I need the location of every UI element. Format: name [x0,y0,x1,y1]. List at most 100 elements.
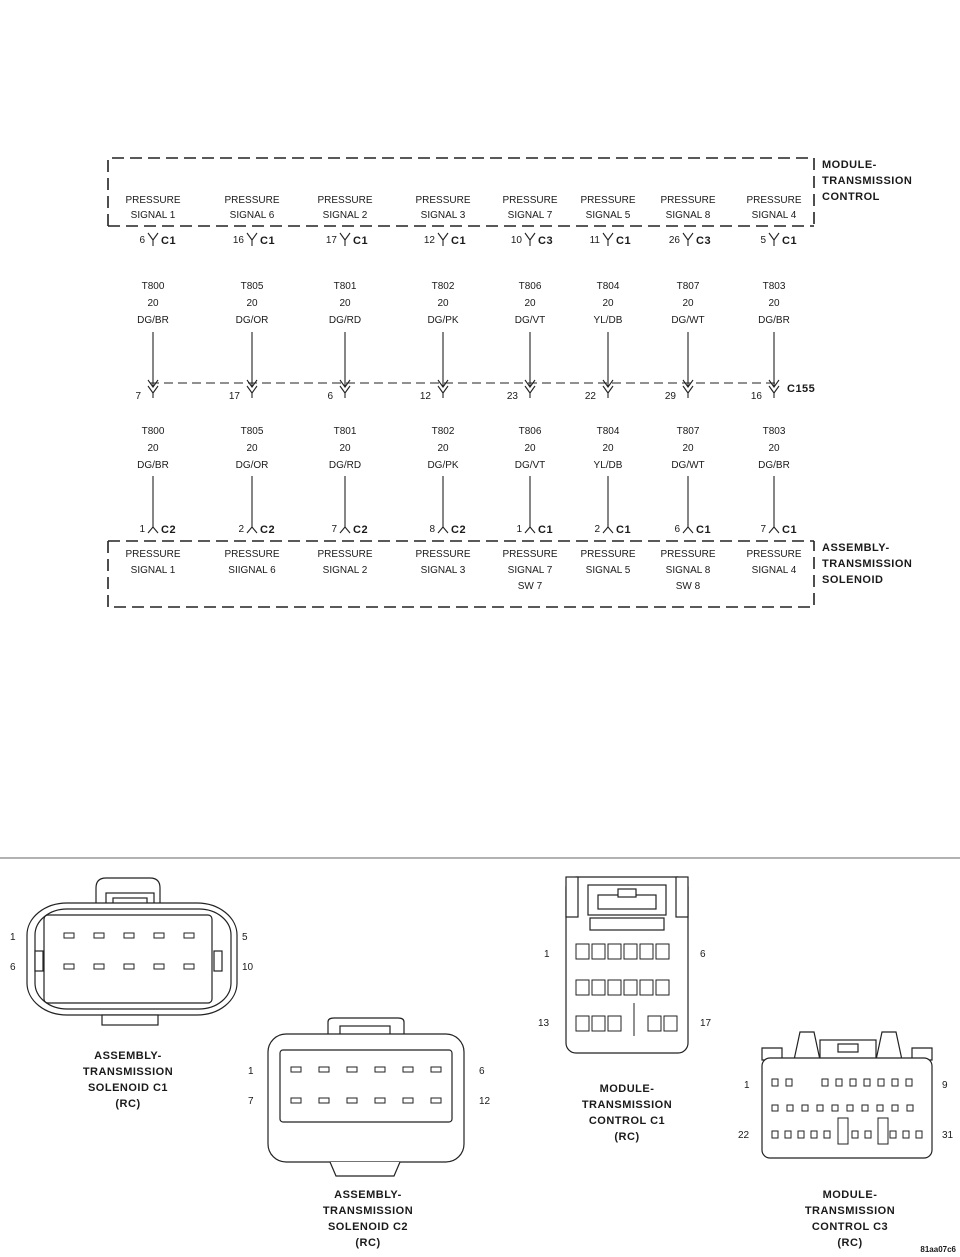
pin-cavity [863,1078,871,1087]
tcm-c3-pin-9: 9 [942,1080,948,1091]
bottom-pin-number: 7 [331,524,337,535]
top-connector-id: C3 [696,235,711,247]
tcm-pin-label: PRESSURE [317,195,372,206]
top-pin-number: 5 [760,235,766,246]
wire-label-lower: DG/BR [137,460,169,471]
pin-cavity [575,1015,590,1032]
top-pin-number: 17 [326,235,338,246]
splice-terminal-symbol [768,379,780,398]
tcm-c1-title: MODULE- TRANSMISSION CONTROL C1 (RC) [582,1083,672,1143]
key-slot [837,1117,849,1145]
svg-text:CONTROL C1: CONTROL C1 [589,1115,665,1127]
top-terminal-symbol [147,232,159,246]
tcm-pin-label: SIGNAL 8 [666,210,711,221]
splice-terminal-symbol [339,379,351,398]
wire-label-lower: 20 [339,443,351,454]
bottom-connector-id: C2 [353,524,368,536]
bottom-pin-number: 2 [238,524,244,535]
bottom-pin-number: 1 [139,524,145,535]
splice-terminal-symbol [682,379,694,398]
pin-cavity [346,1097,358,1104]
svg-text:TRANSMISSION: TRANSMISSION [582,1099,672,1111]
splice-pin-number: 17 [229,391,241,402]
tcm-pin-label: PRESSURE [125,195,180,206]
wire-label-lower: YL/DB [594,460,623,471]
wire-label-upper: 20 [246,298,258,309]
wire-label-upper: T803 [763,281,786,292]
pin-cavity [607,979,622,996]
sol-c1-pin-5: 5 [242,932,248,943]
bottom-terminal-symbol [246,526,258,534]
tcm-pin-label: SIGNAL 4 [752,210,797,221]
splice-pin-number: 7 [135,391,141,402]
pin-cavity [785,1078,793,1087]
pin-cavity [771,1104,779,1112]
pin-cavity [430,1066,442,1073]
top-terminal-symbol [682,232,694,246]
pin-cavity [835,1078,843,1087]
tcm-c1-pin-6: 6 [700,949,706,960]
pin-cavity [902,1130,910,1139]
pin-cavity [183,932,195,939]
tcm-c1-pin-1: 1 [544,949,550,960]
wire-label-upper: DG/OR [236,315,269,326]
solenoid-assembly-label-2: TRANSMISSION [822,558,912,570]
svg-text:CONTROL C3: CONTROL C3 [812,1221,888,1233]
wire-label-lower: T807 [677,426,700,437]
wire-label-lower: T806 [519,426,542,437]
pin-cavity [591,1015,606,1032]
top-terminal-symbol [524,232,536,246]
splice-terminal-symbol [602,379,614,398]
bottom-pin-number: 2 [594,524,600,535]
tcm-module-label-3: CONTROL [822,191,880,203]
bottom-terminal-symbol [339,526,351,534]
tcm-c3-pin-31: 31 [942,1130,954,1141]
bottom-connector-id: C1 [782,524,797,536]
tcm-pin-label: PRESSURE [224,195,279,206]
pin-cavity [906,1104,914,1112]
tcm-pin-label: SIGNAL 6 [230,210,275,221]
pin-cavity [290,1097,302,1104]
top-pin-number: 16 [233,235,245,246]
svg-text:TRANSMISSION: TRANSMISSION [83,1066,173,1078]
svg-text:TRANSMISSION: TRANSMISSION [805,1205,895,1217]
tcm-c1-pin-13: 13 [538,1018,550,1029]
wire-label-lower: DG/BR [758,460,790,471]
wire-label-lower: T800 [142,426,165,437]
solenoid-pin-label: PRESSURE [660,549,715,560]
wire-label-lower: 20 [437,443,449,454]
sol-c1-pin-10: 10 [242,962,254,973]
top-connector-id: C1 [260,235,275,247]
svg-text:(RC): (RC) [115,1098,140,1110]
bottom-connector-id: C1 [696,524,711,536]
connector-solenoid-c1-face [26,877,238,1026]
pin-cavity [876,1104,884,1112]
splice-terminal-symbol [524,379,536,398]
tcm-c3-title: MODULE- TRANSMISSION CONTROL C3 (RC) [805,1189,895,1249]
pin-cavity [290,1066,302,1073]
top-pin-number: 12 [424,235,436,246]
sol-c1-pin-1: 1 [10,932,16,943]
pin-cavity [647,1015,662,1032]
tcm-pin-label: PRESSURE [660,195,715,206]
wire-label-lower: T802 [432,426,455,437]
top-terminal-symbol [437,232,449,246]
svg-text:TRANSMISSION: TRANSMISSION [323,1205,413,1217]
pin-cavity [183,963,195,970]
top-connector-id: C1 [616,235,631,247]
wire-label-upper: DG/PK [427,315,458,326]
wire-label-upper: 20 [339,298,351,309]
solenoid-assembly-box [107,540,815,608]
pin-cavity [831,1104,839,1112]
solenoid-pin-label: SIGNAL 4 [752,565,797,576]
wire-label-upper: T801 [334,281,357,292]
bottom-terminal-symbol [768,526,780,534]
pin-cavity [374,1066,386,1073]
top-connector-id: C1 [782,235,797,247]
wire-label-lower: T804 [597,426,620,437]
tcm-pin-label: SIGNAL 3 [421,210,466,221]
top-terminal-symbol [246,232,258,246]
